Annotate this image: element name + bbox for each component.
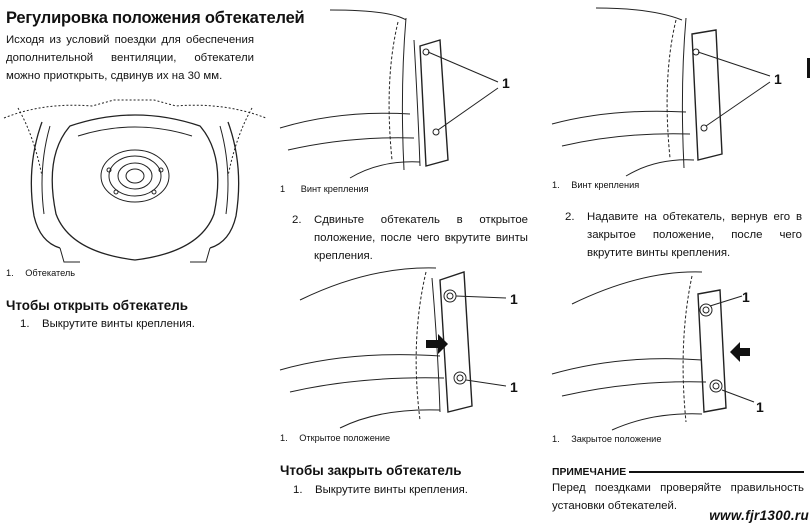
close-step-2: 2. Надавите на обтекатель, вернув его в … bbox=[565, 208, 802, 259]
figure-open-position: 1 1 bbox=[279, 267, 518, 429]
step-text: Выкрутите винты крепления. bbox=[315, 484, 468, 496]
callout-label-bottom: 1 bbox=[510, 379, 518, 395]
callout-label-top: 1 bbox=[510, 291, 518, 307]
step-number: 2. bbox=[565, 211, 575, 223]
caption-number: 1 bbox=[280, 184, 286, 194]
figure-5-caption: 1. Закрытое положение bbox=[552, 434, 661, 444]
close-heading: Чтобы закрыть обтекатель bbox=[280, 463, 462, 478]
note-text: Перед поездками проверяйте правильность … bbox=[552, 482, 804, 512]
figure-1-caption: 1. Обтекатель bbox=[6, 268, 75, 278]
step-number: 1. bbox=[20, 318, 30, 330]
caption-text: Закрытое положение bbox=[571, 434, 662, 444]
figure-screws-right: 1 bbox=[551, 7, 782, 177]
caption-text: Обтекатель bbox=[25, 268, 76, 278]
caption-number: 1. bbox=[280, 433, 288, 443]
note-header: ПРИМЕЧАНИЕ bbox=[552, 462, 804, 478]
step-text: Надавите на обтекатель, вернув его в зак… bbox=[587, 211, 802, 259]
open-step-1: 1. Выкрутите винты крепления. bbox=[20, 315, 195, 333]
callout-label-bottom: 1 bbox=[756, 399, 764, 415]
close-step-1: 1. Выкрутите винты крепления. bbox=[293, 481, 468, 499]
step-number: 1. bbox=[293, 484, 303, 496]
step-text: Сдвиньте обтекатель в открытое положение… bbox=[314, 214, 528, 262]
callout-label: 1 bbox=[502, 75, 510, 91]
figure-closed-position: 1 1 bbox=[551, 271, 764, 431]
open-heading: Чтобы открыть обтекатель bbox=[6, 298, 188, 313]
caption-number: 1. bbox=[6, 268, 14, 278]
note-heading: ПРИМЕЧАНИЕ bbox=[552, 467, 630, 478]
caption-text: Винт крепления bbox=[300, 184, 369, 194]
caption-text: Открытое положение bbox=[299, 433, 391, 443]
arrow-left-icon bbox=[730, 342, 750, 362]
callout-label: 1 bbox=[774, 71, 782, 87]
figure-2-caption: 1 Винт крепления bbox=[280, 184, 369, 194]
page-title: Регулировка положения обтекателей bbox=[6, 9, 305, 27]
step-number: 2. bbox=[292, 214, 302, 226]
watermark: www.fjr1300.ru bbox=[709, 508, 809, 523]
figure-tank-top-view bbox=[3, 99, 267, 263]
page-edge-mark bbox=[807, 58, 810, 78]
caption-number: 1. bbox=[552, 180, 560, 190]
note-rule bbox=[552, 471, 804, 473]
caption-text: Винт крепления bbox=[571, 180, 640, 190]
figure-4-caption: 1. Открытое положение bbox=[280, 433, 390, 443]
caption-number: 1. bbox=[552, 434, 560, 444]
intro-paragraph: Исходя из условий поездки для обеспечени… bbox=[6, 34, 254, 82]
callout-label-top: 1 bbox=[742, 289, 750, 305]
figure-screws-left: 1 bbox=[279, 9, 510, 179]
figure-3-caption: 1. Винт крепления bbox=[552, 180, 639, 190]
arrow-right-icon bbox=[426, 334, 448, 354]
open-step-2: 2. Сдвиньте обтекатель в открытое положе… bbox=[292, 211, 528, 262]
step-text: Выкрутите винты крепления. bbox=[42, 318, 195, 330]
